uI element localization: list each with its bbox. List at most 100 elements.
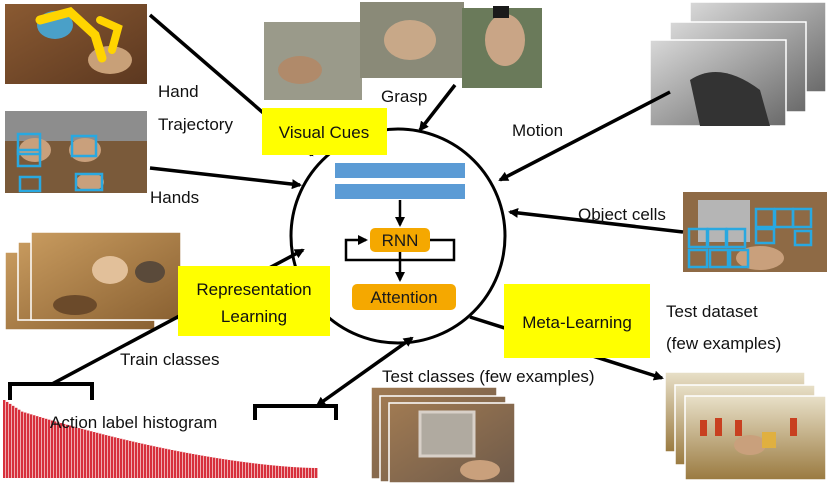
histogram-bar — [228, 459, 231, 478]
histogram-bar — [210, 457, 213, 478]
histogram-bar — [192, 454, 195, 478]
histogram-bar — [144, 444, 147, 478]
histogram-bar — [120, 438, 123, 478]
histogram-bar — [105, 435, 108, 478]
grasp-label: Grasp — [381, 87, 427, 106]
histogram-bar — [135, 442, 138, 478]
histogram-bar — [249, 462, 252, 478]
histogram-bar — [174, 450, 177, 478]
histogram-bar — [156, 446, 159, 478]
motion-photos — [649, 1, 827, 127]
histogram-bar — [297, 467, 300, 478]
grasp-arrow — [418, 83, 457, 132]
histogram-bar — [24, 412, 27, 478]
histogram-bar — [6, 401, 9, 478]
meta-learning-box — [504, 284, 650, 358]
histogram-bar — [18, 409, 21, 478]
attention-block — [352, 284, 456, 310]
histogram-bar — [33, 415, 36, 478]
histogram-bar — [237, 461, 240, 478]
attention-label: Attention — [370, 288, 437, 307]
visual-cues-label: Visual Cues — [279, 123, 369, 142]
test-classes-photos — [370, 386, 516, 484]
histogram-bar — [150, 445, 153, 478]
histogram-bar — [90, 431, 93, 478]
histogram-bar — [141, 443, 144, 478]
histogram-bar — [177, 451, 180, 478]
histogram-bar — [138, 442, 141, 478]
histogram-bar — [96, 432, 99, 478]
histogram-bar — [165, 448, 168, 478]
histogram-bar — [198, 455, 201, 478]
histogram-bar — [294, 467, 297, 478]
histogram-bar — [111, 436, 114, 478]
histogram-bar — [213, 457, 216, 478]
histogram-bar — [270, 465, 273, 478]
histogram-bar — [69, 425, 72, 478]
test-classes-arrow — [315, 336, 414, 407]
histogram-bar — [117, 438, 120, 478]
histogram-bar — [180, 451, 183, 478]
histogram-bar — [273, 465, 276, 478]
histogram-bar — [51, 420, 54, 478]
histogram-bar — [183, 452, 186, 478]
histogram-bar — [255, 463, 258, 478]
histogram-bar — [159, 447, 162, 478]
test-bracket — [253, 404, 338, 420]
histogram-bar — [48, 419, 51, 478]
histogram-label: Action label histogram — [50, 413, 217, 432]
histogram-bar — [240, 461, 243, 478]
histogram-bar — [93, 432, 96, 478]
histogram-bar — [291, 466, 294, 478]
representation-learning-box — [178, 266, 330, 336]
hand-label: Hand — [158, 82, 199, 101]
motion-label: Motion — [512, 121, 563, 140]
histogram-bar — [162, 448, 165, 478]
histogram-bar — [42, 417, 45, 478]
histogram-bar — [231, 460, 234, 478]
histogram-bar — [207, 456, 210, 478]
histogram-bar — [264, 464, 267, 478]
trajectory-label: Trajectory — [158, 115, 233, 134]
histogram-bar — [303, 467, 306, 478]
histogram-bar — [288, 466, 291, 478]
histogram-bar — [60, 423, 63, 478]
histogram-bar — [36, 416, 39, 478]
histogram-bar — [72, 426, 75, 478]
test-dataset-label-line2: (few examples) — [666, 334, 781, 353]
histogram-bar — [300, 467, 303, 478]
hands-label: Hands — [150, 188, 199, 207]
histogram-bar — [306, 467, 309, 478]
visual-cues-box — [262, 108, 387, 155]
histogram-bar — [102, 434, 105, 478]
histogram-bar — [315, 468, 318, 478]
histogram-bar — [9, 403, 12, 478]
histogram-bar — [45, 418, 48, 478]
histogram-bar — [312, 467, 315, 478]
histogram-bar — [54, 421, 57, 478]
histogram-bar — [309, 467, 312, 478]
feature-bar-2 — [335, 184, 465, 199]
object-cells-arrow — [508, 207, 684, 234]
histogram-bar — [81, 428, 84, 478]
histogram-bar — [189, 453, 192, 478]
hand-trajectory-photo — [5, 4, 147, 84]
meta-learning-label: Meta-Learning — [522, 313, 632, 332]
histogram-bar — [201, 455, 204, 478]
histogram-bar — [195, 454, 198, 478]
rnn-block — [370, 228, 430, 252]
histogram-bar — [3, 400, 6, 478]
histogram-bar — [282, 466, 285, 478]
histogram-bar — [87, 430, 90, 478]
histogram-bar — [12, 405, 15, 478]
histogram-bar — [63, 423, 66, 478]
histogram-bar — [234, 460, 237, 478]
histogram-bar — [30, 414, 33, 478]
test-dataset-label-line1: Test dataset — [666, 302, 758, 321]
test-dataset-photos — [664, 371, 827, 481]
histogram-bar — [15, 407, 18, 478]
histogram-bar — [219, 458, 222, 478]
rnn-label: RNN — [382, 231, 419, 250]
histogram-bar — [261, 464, 264, 478]
